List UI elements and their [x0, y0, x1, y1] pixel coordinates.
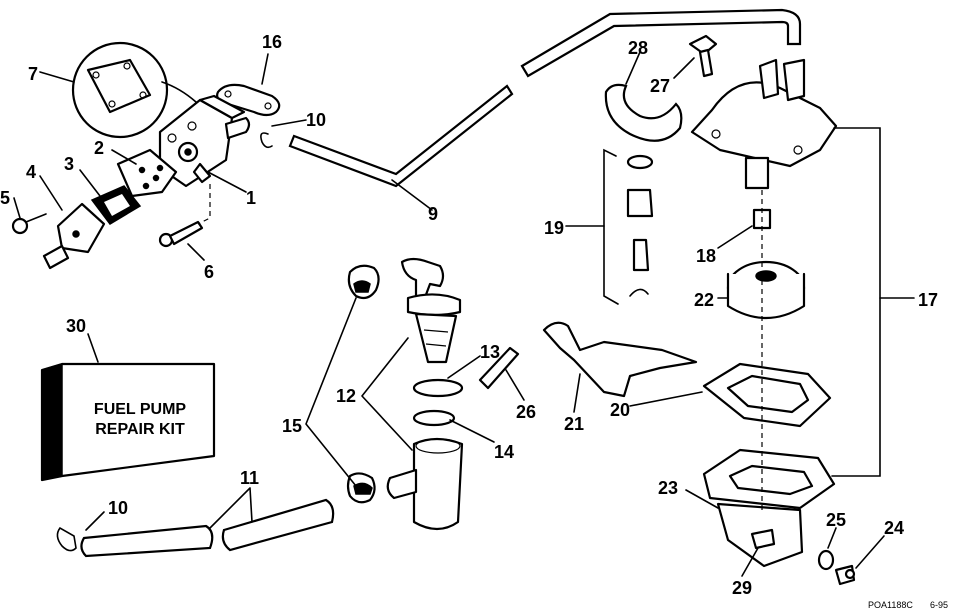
diaphragm-cover-inset: [71, 41, 197, 139]
callout-18: 18: [696, 246, 716, 266]
callout-25: 25: [826, 510, 846, 530]
callout-26: 26: [516, 402, 536, 422]
pump-base-23: [702, 448, 836, 568]
vent-hose-28: [604, 83, 683, 142]
callout-2: 2: [94, 138, 104, 158]
drawing-code: POA1188C: [868, 600, 913, 610]
callout-27: 27: [650, 76, 670, 96]
callout-29: 29: [732, 578, 752, 598]
callout-6: 6: [204, 262, 214, 282]
gasket-20: [702, 362, 832, 428]
date-code: 6-95: [930, 600, 948, 610]
callout-10-top: 10: [306, 110, 326, 130]
callout-numbers: 7 16 10 2 3 4 5 1 6 9 28 27 19 18 22 17 …: [0, 32, 938, 598]
callout-17: 17: [918, 290, 938, 310]
alignment-line: [197, 184, 211, 225]
callout-1: 1: [246, 188, 256, 208]
callout-30: 30: [66, 316, 86, 336]
repair-kit-box: [40, 362, 216, 482]
callout-7: 7: [28, 64, 38, 84]
washer-25: [817, 549, 835, 571]
vro-pump-top: [690, 58, 838, 190]
callout-4: 4: [26, 162, 36, 182]
part-19-bracket: [603, 148, 619, 305]
callout-10-bottom: 10: [108, 498, 128, 518]
callout-9: 9: [428, 204, 438, 224]
gasket-3: [90, 185, 142, 225]
kit-label-line2: REPAIR KIT: [95, 421, 185, 438]
screw-27: [688, 34, 718, 78]
diaphragm-22: [726, 260, 806, 320]
fuel-hoses-11: [56, 498, 335, 558]
callout-15: 15: [282, 416, 302, 436]
callout-12: 12: [336, 386, 356, 406]
hose-clip-top: [260, 132, 273, 149]
fuel-hose-top: [520, 8, 802, 78]
callout-28: 28: [628, 38, 648, 58]
callout-20: 20: [610, 400, 630, 420]
callout-16: 16: [262, 32, 282, 52]
callout-19: 19: [544, 218, 564, 238]
fuel-hose-9: [288, 84, 514, 188]
callout-22: 22: [694, 290, 714, 310]
screw-6: [158, 220, 204, 248]
callout-21: 21: [564, 414, 584, 434]
screw-29: [750, 528, 776, 550]
screw-5: [11, 213, 47, 235]
filter-pin: [478, 346, 520, 390]
screw-24: [834, 564, 856, 586]
part-17-bracket: [831, 127, 881, 477]
callout-11: 11: [240, 468, 259, 488]
fuel-filter: [346, 257, 464, 531]
kit-label-line1: FUEL PUMP: [94, 401, 186, 418]
leader-lines: [13, 51, 915, 577]
callout-13: 13: [480, 342, 500, 362]
callout-24: 24: [884, 518, 904, 538]
pump-body: [158, 94, 251, 188]
callout-3: 3: [64, 154, 74, 174]
callout-23: 23: [658, 478, 678, 498]
pump-cover: [42, 202, 106, 270]
callout-14: 14: [494, 442, 514, 462]
lever-21: [542, 321, 698, 398]
callout-5: 5: [0, 188, 10, 208]
check-valve-parts: [626, 154, 654, 297]
